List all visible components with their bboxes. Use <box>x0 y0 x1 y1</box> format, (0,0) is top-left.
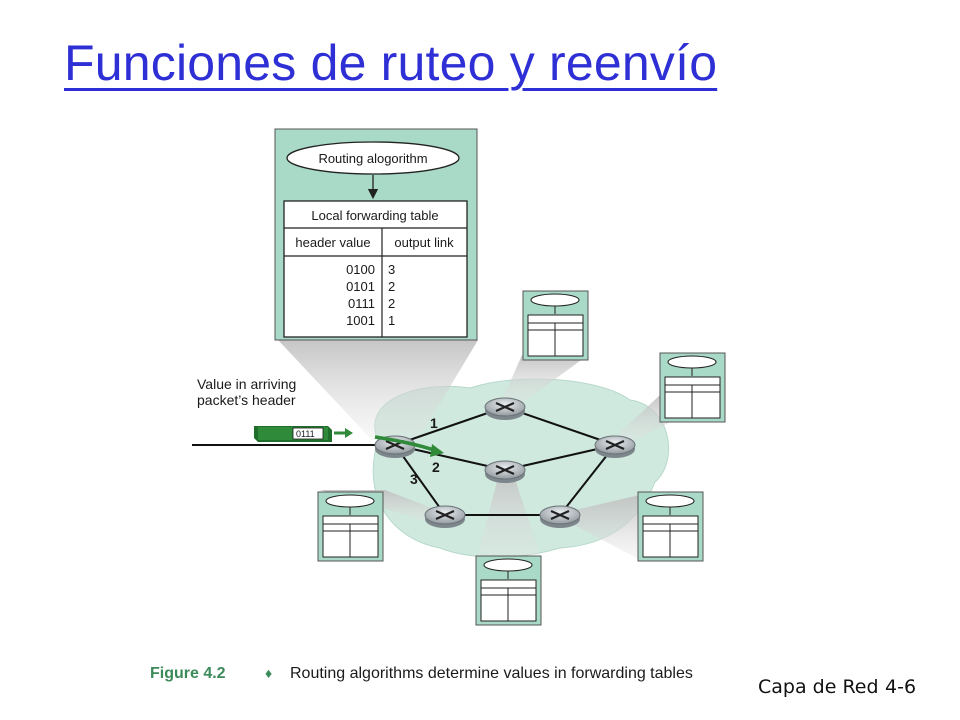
forwarding-table <box>283 200 468 338</box>
routing-algorithm-oval <box>286 141 460 175</box>
table-title: Local forwarding table <box>311 208 438 223</box>
caption-bullet: ♦ <box>265 665 272 681</box>
mini-table-panel <box>317 491 384 562</box>
mini-table-panel <box>522 290 589 361</box>
router-icon <box>539 505 581 528</box>
funnel-bottom <box>478 470 540 555</box>
forwarding-arrow-head <box>430 444 444 457</box>
col-output-link: output link <box>394 235 454 250</box>
link-label-3: 3 <box>410 471 418 487</box>
table-cell-header: 0101 <box>346 279 375 294</box>
table-cell-header: 1001 <box>346 313 375 328</box>
table-cell-link: 1 <box>388 313 395 328</box>
arriving-label-line1: Value in arriving <box>197 376 296 392</box>
table-cell-link: 2 <box>388 296 395 311</box>
table-cell-header: 0100 <box>346 262 375 277</box>
router-icon <box>484 460 526 483</box>
routing-algorithm-label: Routing alogorithm <box>318 151 427 166</box>
mini-table-panel <box>637 491 704 562</box>
router-icon <box>424 505 466 528</box>
packet: 0111 <box>254 426 332 442</box>
mini-table-panel <box>659 352 726 423</box>
arriving-label-line2: packet’s header <box>197 392 296 408</box>
footer-chapter: Capa de Red <box>758 676 879 698</box>
footer-page-number: 4-6 <box>885 676 917 698</box>
table-cell-header: 0111 <box>348 296 375 311</box>
link-label-1: 1 <box>430 415 438 431</box>
link-label-2: 2 <box>432 459 440 475</box>
router-icon <box>594 435 636 458</box>
col-header-value: header value <box>295 235 370 250</box>
packet-header-value: 0111 <box>296 429 315 439</box>
router-icon <box>484 397 526 420</box>
main-table-funnel <box>278 340 478 440</box>
caption-text: Routing algorithms determine values in f… <box>290 665 693 682</box>
packet-arrow-head <box>345 428 353 438</box>
table-cell-link: 2 <box>388 279 395 294</box>
funnel-right-bottom <box>565 495 640 560</box>
table-cell-link: 3 <box>388 262 395 277</box>
slide-title: Funciones de ruteo y reenvío <box>64 35 718 91</box>
funnel-top <box>500 355 588 405</box>
mini-table-panel <box>475 555 542 626</box>
caption-number: Figure 4.2 <box>150 665 226 682</box>
